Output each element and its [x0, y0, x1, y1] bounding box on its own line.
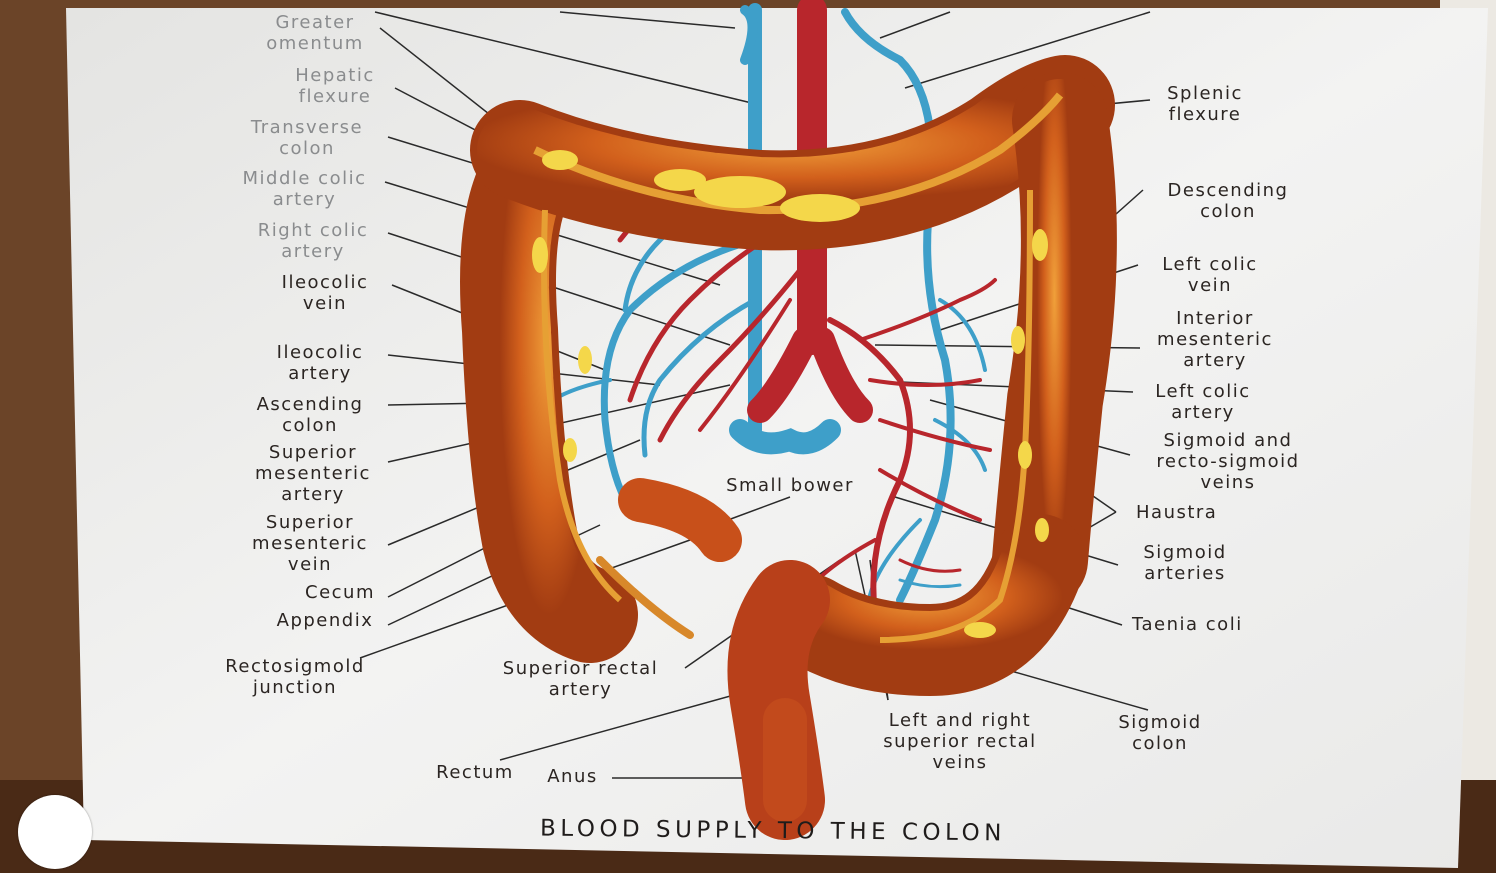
label-left-colic-artery: Left colic artery — [1133, 381, 1273, 423]
label-splenic-flexure: Splenic flexure — [1140, 83, 1270, 125]
label-transverse-colon: Transverse colon — [232, 117, 382, 159]
label-ileocolic-artery: Ileocolic artery — [250, 342, 390, 384]
label-appendix: Appendix — [260, 610, 390, 631]
label-interior-mesenteric-artery: Interior mesenteric artery — [1135, 308, 1295, 371]
label-haustra: Haustra — [1136, 502, 1256, 523]
label-rectum: Rectum — [425, 762, 525, 783]
label-superior-mesenteric-artery: Superior mesenteric artery — [238, 442, 388, 505]
label-ileocolic-vein: Ileocolic vein — [255, 272, 395, 314]
label-ascending-colon: Ascending colon — [240, 394, 380, 436]
circle-button[interactable] — [18, 795, 92, 869]
label-middle-colic-artery: Middle colic artery — [222, 168, 387, 210]
label-cecum: Cecum — [290, 582, 390, 603]
label-superior-rectal-artery: Superior rectal artery — [478, 658, 683, 700]
label-hepatic-flexure: Hepatic flexure — [270, 65, 400, 107]
label-descending-colon: Descending colon — [1143, 180, 1313, 222]
label-sigmoid-colon: Sigmoid colon — [1100, 712, 1220, 754]
label-sigmoid-recto-sigmoid-veins: Sigmoid and recto-sigmoid veins — [1128, 430, 1328, 493]
label-small-bower: Small bower — [705, 475, 875, 496]
diagram-title: BLOOD SUPPLY TO THE COLON — [540, 816, 1006, 847]
label-rectosigmoid-junction: Rectosigmold junction — [205, 656, 385, 698]
label-sigmoid-arteries: Sigmoid arteries — [1120, 542, 1250, 584]
label-greater-omentum: Greater omentum — [245, 12, 385, 54]
label-anus: Anus — [535, 766, 610, 787]
label-superior-mesenteric-vein: Superior mesenteric vein — [235, 512, 385, 575]
label-right-colic-artery: Right colic artery — [238, 220, 388, 262]
label-left-colic-vein: Left colic vein — [1140, 254, 1280, 296]
label-left-right-superior-rectal-veins: Left and right superior rectal veins — [855, 710, 1065, 773]
label-taenia-coli: Taenia coli — [1132, 614, 1282, 635]
